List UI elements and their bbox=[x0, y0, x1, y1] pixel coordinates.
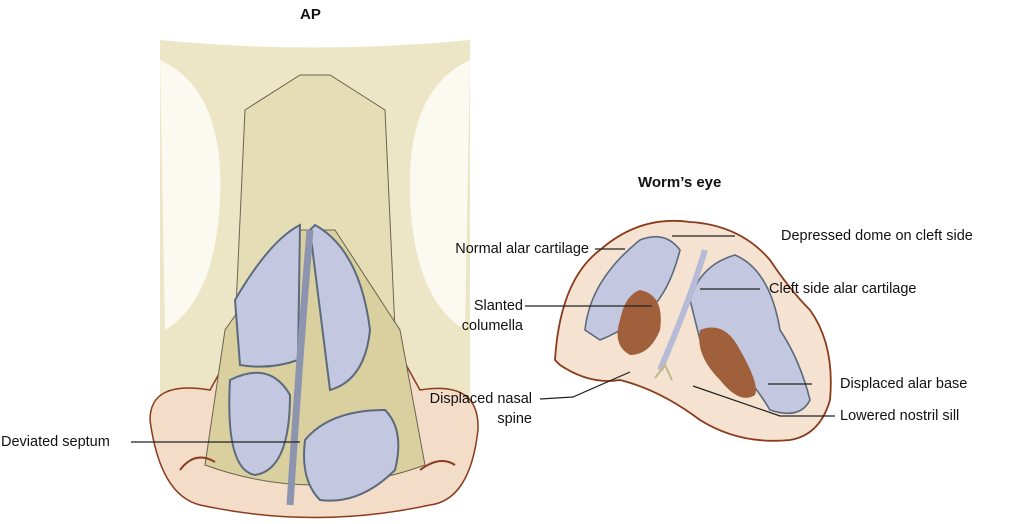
ap-illustration bbox=[149, 40, 479, 519]
ap-upper-lateral-cartilage-left bbox=[233, 223, 302, 368]
label-lowered-nostril-sill: Lowered nostril sill bbox=[840, 408, 960, 424]
ap-septum bbox=[286, 229, 314, 506]
label-slanted-columella-line2: columella bbox=[461, 318, 523, 334]
label-cleft-side-alar-cartilage: Cleft side alar cartilage bbox=[769, 281, 917, 297]
label-slanted-columella-line1: Slanted bbox=[473, 298, 523, 314]
label-displaced-alar-base: Displaced alar base bbox=[840, 376, 968, 392]
label-displaced-nasal-spine-line1: Displaced nasal bbox=[429, 391, 532, 407]
label-displaced-nasal-spine-line2: spine bbox=[497, 411, 532, 427]
ap-orbit-left bbox=[160, 60, 221, 330]
label-normal-alar-cartilage: Normal alar cartilage bbox=[455, 241, 589, 257]
ap-lower-lateral-left bbox=[228, 371, 292, 477]
ap-orbit-right bbox=[409, 60, 470, 330]
leader-lines bbox=[131, 235, 835, 443]
we-nostril-right bbox=[699, 327, 756, 398]
worms-eye-illustration bbox=[554, 219, 832, 442]
ap-nostril-right bbox=[419, 460, 456, 471]
ap-nostril-left bbox=[179, 456, 216, 471]
ap-lower-lateral-right bbox=[303, 408, 400, 502]
we-columella bbox=[657, 249, 708, 372]
ap-upper-lateral-cartilage-right bbox=[308, 223, 372, 392]
ap-title: AP bbox=[300, 6, 321, 23]
we-nasal-spine bbox=[654, 363, 673, 381]
worms-eye-title: Worm’s eye bbox=[638, 174, 722, 191]
label-deviated-septum: Deviated septum bbox=[1, 434, 110, 450]
label-depressed-dome: Depressed dome on cleft side bbox=[781, 228, 973, 244]
